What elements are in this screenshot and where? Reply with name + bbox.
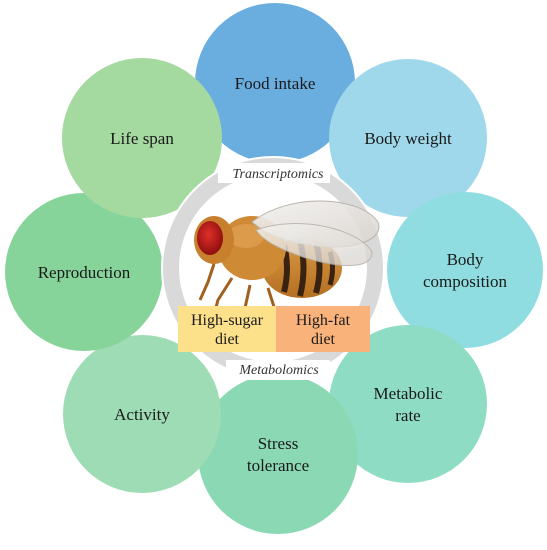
ring-bottom-label-backdrop: [226, 360, 330, 380]
stress-tolerance-node: Stress tolerance: [198, 374, 358, 534]
body-weight-node: Body weight: [329, 59, 487, 217]
food-intake-label: Food intake: [235, 74, 316, 93]
life-span-label: Life span: [110, 129, 174, 148]
high-fat-diet-box: [276, 306, 370, 352]
food-intake-circle: [195, 3, 355, 163]
reproduction-label: Reproduction: [38, 263, 131, 282]
stress-tolerance-label: tolerance: [247, 456, 309, 475]
fruit-fly-illustration: [194, 200, 380, 329]
life-span-circle: [62, 58, 222, 218]
food-intake-node: Food intake: [195, 3, 355, 163]
high-fat-diet-label-line1: High-fat: [296, 312, 351, 329]
activity-node: Activity: [63, 335, 221, 493]
body-composition-label: Body: [447, 250, 484, 269]
body-weight-label: Body weight: [364, 129, 452, 148]
body-composition-node: Body composition: [387, 192, 543, 348]
stress-tolerance-label: Stress: [258, 434, 299, 453]
high-sugar-diet-box: [178, 306, 276, 352]
metabolic-rate-circle: [329, 325, 487, 483]
activity-label: Activity: [114, 405, 170, 424]
fly-thorax-highlight: [228, 224, 264, 248]
metabolomics-label: Metabolomics: [238, 363, 319, 378]
body-composition-circle: [387, 192, 543, 348]
transcriptomics-label: Transcriptomics: [232, 167, 324, 182]
reproduction-node: Reproduction: [5, 193, 163, 351]
high-sugar-diet-label-line2: diet: [215, 331, 240, 348]
body-weight-circle: [329, 59, 487, 217]
diet-boxes: High-sugar diet High-fat diet: [178, 306, 370, 352]
high-sugar-diet-label-line1: High-sugar: [191, 312, 264, 329]
life-span-node: Life span: [62, 58, 222, 218]
fly-wing: [255, 223, 373, 266]
stress-tolerance-circle: [198, 374, 358, 534]
reproduction-circle: [5, 193, 163, 351]
metabolic-rate-node: Metabolic rate: [329, 325, 487, 483]
high-fat-diet-label-line2: diet: [311, 331, 336, 348]
fly-front-leg: [198, 263, 216, 301]
metabolic-rate-label: rate: [395, 406, 420, 425]
fly-eye: [197, 221, 223, 255]
activity-circle: [63, 335, 221, 493]
body-composition-label: composition: [423, 272, 508, 291]
ring-top-label-backdrop: [218, 163, 330, 183]
metabolic-rate-label: Metabolic: [374, 384, 443, 403]
